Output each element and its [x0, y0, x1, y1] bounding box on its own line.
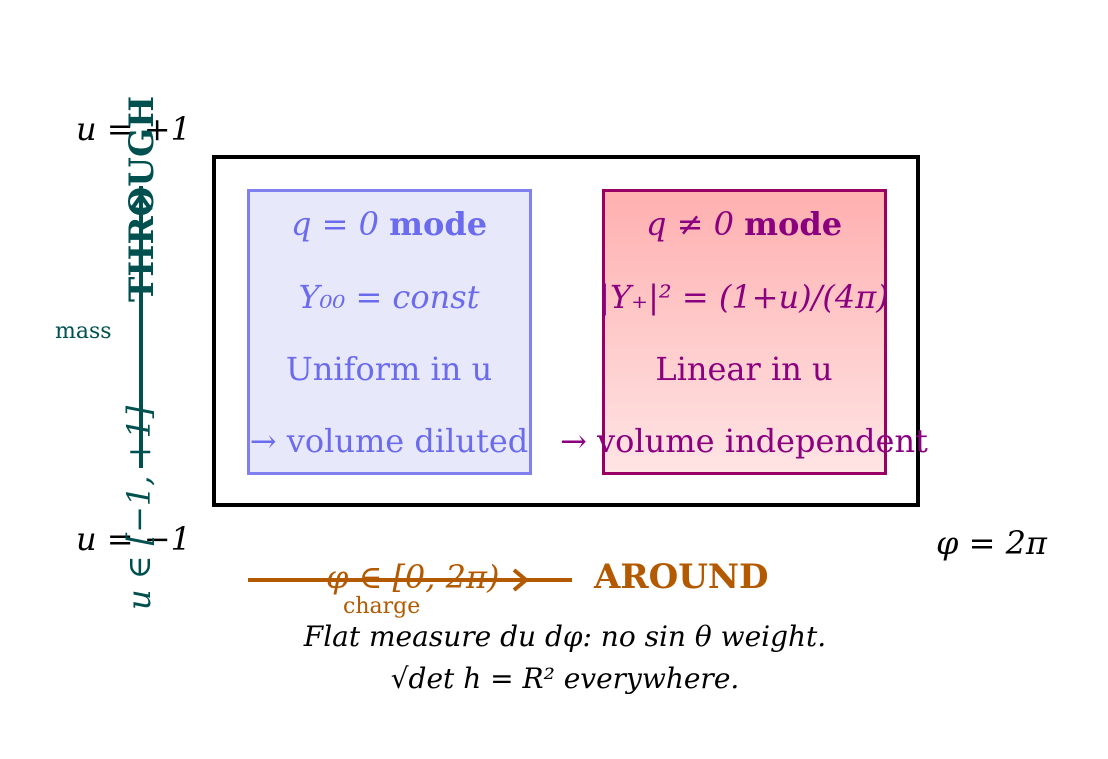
caption-line2: √det h = R² everywhere. — [390, 662, 740, 695]
q-nonzero-mode-box — [602, 189, 887, 475]
right-box-line3: → volume independent — [560, 422, 928, 460]
caption-line1: Flat measure du dφ: no sin θ weight. — [303, 620, 827, 653]
through-label: THROUGH — [122, 95, 162, 302]
phi-end-label: φ = 2π — [936, 524, 1047, 562]
around-label: AROUND — [594, 557, 769, 597]
right-box-line2: Linear in u — [655, 350, 833, 388]
u-range-label: u ∈ [−1, +1] — [120, 405, 158, 610]
mass-label: mass — [55, 319, 112, 344]
phi-range-label: φ ∈ [0, 2π) — [326, 558, 500, 596]
right-box-line1: |Y₊|² = (1+u)/(4π) — [599, 278, 889, 316]
left-box-line2: Uniform in u — [285, 350, 493, 388]
right-box-title: q ≠ 0 mode — [645, 205, 843, 243]
charge-label: charge — [343, 594, 421, 619]
left-box-line1: Y₀₀ = const — [298, 278, 480, 316]
around-arrow-head — [512, 568, 530, 592]
u-top-label: u = +1 — [76, 110, 191, 148]
through-arrow-head — [129, 192, 153, 212]
left-box-title: q = 0 mode — [290, 205, 488, 243]
domain-frame — [212, 155, 920, 507]
q-zero-mode-box — [247, 189, 532, 475]
u-bottom-label: u = −1 — [76, 520, 191, 558]
left-box-line3: → volume diluted — [249, 422, 529, 460]
